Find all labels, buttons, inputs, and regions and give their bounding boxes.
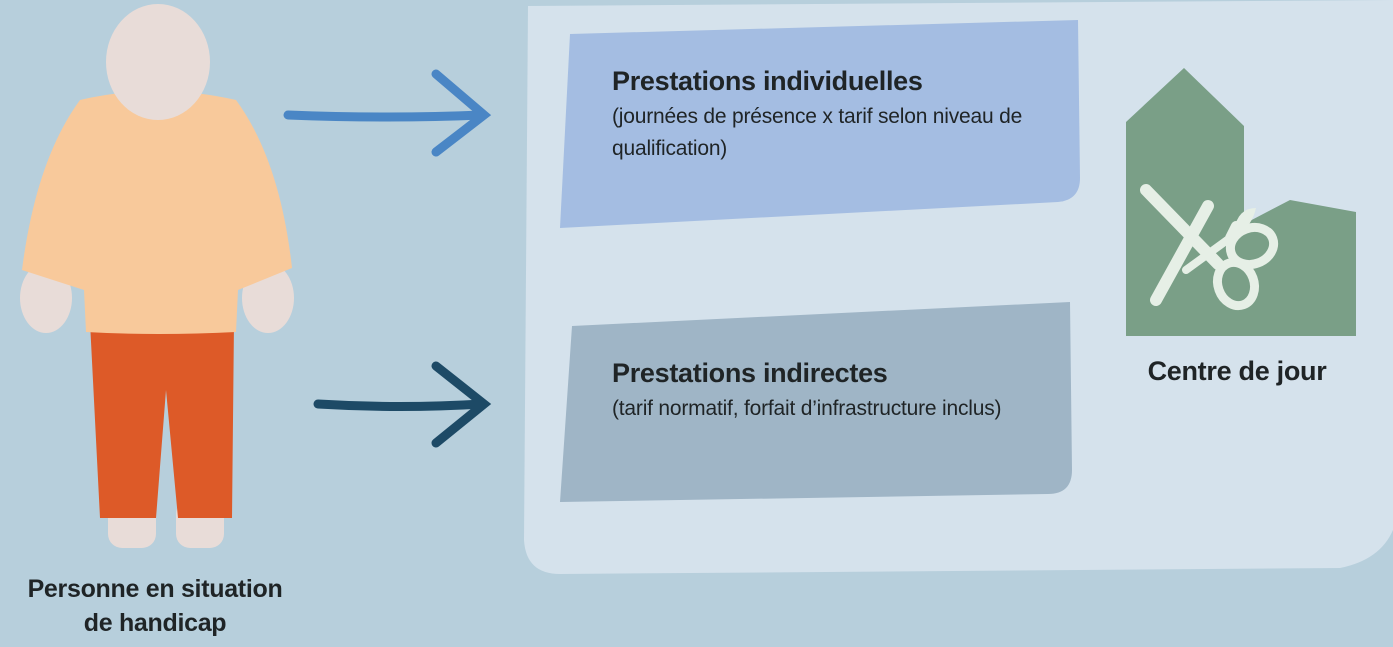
person-label: Personne en situation de handicap	[0, 572, 310, 640]
person-label-line2: de handicap	[83, 609, 227, 637]
pants	[90, 322, 234, 518]
indirect-services-title: Prestations indirectes	[612, 358, 888, 388]
individual-services-title: Prestations individuelles	[612, 66, 923, 96]
individual-services-box	[560, 20, 1080, 228]
shirt	[22, 91, 292, 334]
indirect-services-box	[560, 302, 1072, 502]
paintbrush-icon	[1182, 208, 1256, 274]
person-figure	[20, 4, 294, 548]
arrow-individual	[283, 69, 492, 157]
indirect-services-description: (tarif normatif, forfait d’infrastructur…	[612, 397, 1002, 420]
individual-services-description: (journées de présence x tarif selon nive…	[612, 105, 1023, 160]
day-center-label: Centre de jour	[1147, 356, 1327, 386]
person-label-line1: Personne en situation	[27, 575, 283, 603]
head	[106, 4, 210, 120]
individual-services-text: Prestations individuelles (journées de p…	[612, 66, 1032, 165]
arrow-indirect	[313, 361, 492, 448]
indirect-services-text: Prestations indirectes (tarif normatif, …	[612, 358, 1042, 425]
day-center-building	[1126, 68, 1356, 336]
